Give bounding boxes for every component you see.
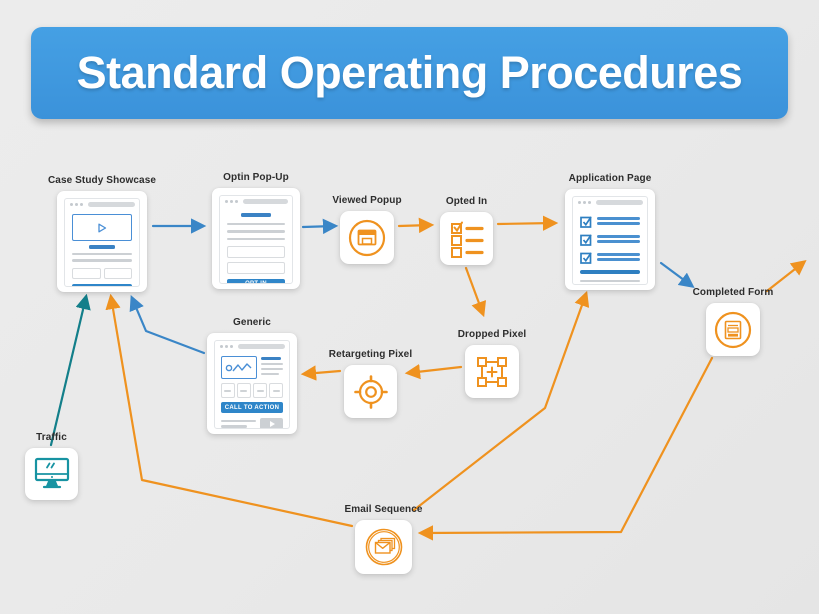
edge-dropped-to-retargeting	[404, 363, 463, 380]
node-traffic: Traffic	[25, 432, 78, 500]
browser-chrome	[215, 341, 289, 352]
browser-chrome	[573, 197, 647, 208]
browser-mockup: CALL TO ACTION	[214, 340, 290, 429]
node-label-email-sequence: Email Sequence	[344, 504, 423, 515]
edge-generic-to-case_study	[129, 294, 206, 355]
node-label-traffic: Traffic	[36, 432, 67, 443]
browser-chrome	[220, 196, 292, 207]
node-dropped-pixel: Dropped Pixel	[458, 329, 526, 398]
checklist-icon	[450, 221, 484, 258]
node-optin-popup: Optin Pop-Up OPT IN	[212, 172, 300, 289]
checkbox-icon	[580, 234, 592, 246]
node-label-retargeting-pixel: Retargeting Pixel	[328, 349, 413, 360]
stacked-envelopes-icon	[365, 528, 402, 566]
edge-traffic-to-case_study	[49, 293, 91, 447]
node-label-case-study: Case Study Showcase	[47, 175, 157, 186]
form-document-icon	[714, 311, 752, 348]
popup-window-icon	[348, 219, 386, 256]
edge-opted-to-application	[496, 215, 559, 231]
node-completed-form: Completed Form	[693, 287, 773, 356]
node-email-sequence: Email Sequence	[344, 504, 422, 574]
node-label-dropped-pixel: Dropped Pixel	[457, 329, 527, 340]
edge-optin-to-viewed	[301, 218, 339, 235]
call-to-action-button: CALL TO ACTION	[72, 283, 132, 286]
application-page-card	[565, 189, 655, 290]
node-viewed-popup: Viewed Popup	[332, 195, 402, 264]
browser-mockup	[572, 196, 648, 285]
edge-opted-to-dropped	[464, 266, 487, 318]
checkbox-icon	[580, 216, 592, 228]
browser-mockup: OPT IN	[219, 195, 293, 284]
checkbox-icon	[580, 252, 592, 264]
case-study-card: CALL TO ACTION	[57, 191, 147, 292]
dropped-pixel-card	[465, 345, 519, 398]
page-title: Standard Operating Procedures	[76, 47, 743, 98]
browser-chrome	[65, 199, 139, 210]
node-generic: Generic	[207, 317, 297, 434]
node-label-opted-in: Opted In	[445, 196, 488, 207]
opt-in-button: OPT IN	[227, 278, 285, 283]
desktop-monitor-icon	[34, 457, 69, 489]
edge-viewed-to-opted	[397, 217, 435, 234]
video-player-icon	[72, 214, 132, 241]
input-field-mockup	[227, 246, 285, 258]
node-application-page: Application Page	[565, 173, 655, 290]
completed-form-card	[706, 303, 760, 356]
node-label-optin: Optin Pop-Up	[223, 172, 289, 183]
call-to-action-button: CALL TO ACTION	[221, 402, 283, 413]
viewed-popup-card	[340, 211, 394, 264]
generic-card: CALL TO ACTION	[207, 333, 297, 434]
node-retargeting-pixel: Retargeting Pixel	[329, 349, 412, 418]
edge-retargeting-to-generic	[300, 365, 342, 381]
node-label-viewed-popup: Viewed Popup	[332, 195, 402, 206]
node-label-application-page: Application Page	[568, 173, 652, 184]
title-banner: Standard Operating Procedures	[31, 27, 788, 119]
node-opted-in: Opted In	[440, 196, 493, 265]
email-sequence-card	[355, 520, 412, 574]
traffic-card	[25, 448, 78, 500]
line-chart-icon	[221, 356, 257, 379]
node-label-generic: Generic	[233, 317, 271, 328]
retargeting-pixel-card	[344, 365, 397, 418]
edge-email-to-application	[412, 290, 590, 512]
optin-card: OPT IN	[212, 188, 300, 289]
pixel-selection-icon	[477, 356, 507, 387]
edge-application-to-completed	[659, 261, 695, 288]
opted-in-card	[440, 212, 493, 265]
video-thumbnail-icon	[260, 417, 283, 428]
input-field-mockup	[227, 261, 285, 274]
node-case-study-showcase: Case Study Showcase CALL TO ACTION	[48, 175, 156, 292]
node-label-completed-form: Completed Form	[692, 287, 774, 298]
browser-mockup: CALL TO ACTION	[64, 198, 140, 287]
crosshair-target-icon	[353, 374, 388, 409]
